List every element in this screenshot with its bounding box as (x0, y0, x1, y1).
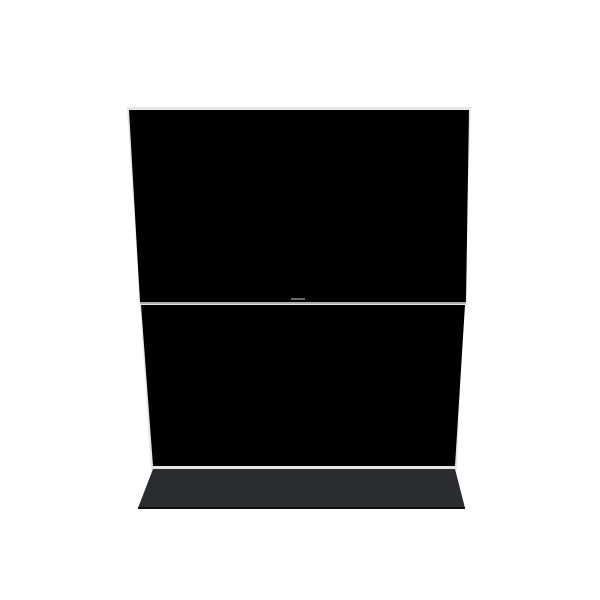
base-plate (138, 469, 465, 508)
logo-mark (291, 298, 305, 300)
upper-panel (129, 110, 469, 302)
lower-panel (141, 305, 465, 466)
display-stand (127, 107, 471, 509)
